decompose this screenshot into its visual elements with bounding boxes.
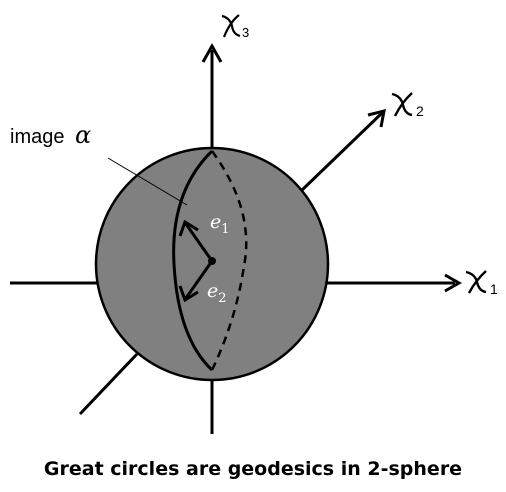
x3-subscript: 3	[242, 25, 249, 40]
x2-axis-lower	[78, 352, 139, 416]
x2-label: 2	[391, 92, 424, 119]
e1-vector	[184, 223, 214, 262]
alpha-symbol: α	[75, 121, 91, 149]
caption: Great circles are geodesics in 2-sphere	[43, 458, 463, 480]
x3-glyph	[221, 14, 241, 38]
image-label: image α	[10, 121, 91, 149]
x3-label: 3	[221, 14, 249, 40]
x1-axis-arrowhead	[444, 273, 463, 293]
great-circle-back	[210, 150, 248, 371]
x1-glyph	[465, 270, 487, 294]
x1-label: 1	[465, 270, 498, 297]
x3-axis-arrowhead	[201, 42, 223, 63]
e1-subscript: 1	[221, 222, 229, 237]
e2-vector	[184, 260, 214, 299]
x1-subscript: 1	[490, 281, 498, 297]
x2-axis-arrowhead	[367, 108, 386, 128]
e2-arrowhead	[178, 285, 199, 303]
e2-subscript: 2	[218, 291, 226, 306]
x2-axis-upper	[298, 111, 384, 194]
image-pointer-line	[107, 157, 188, 206]
e1-arrowhead	[178, 219, 199, 237]
great-circle-front	[172, 149, 214, 372]
x2-subscript: 2	[416, 103, 424, 119]
x2-glyph	[391, 92, 413, 117]
image-word: image	[10, 126, 64, 148]
